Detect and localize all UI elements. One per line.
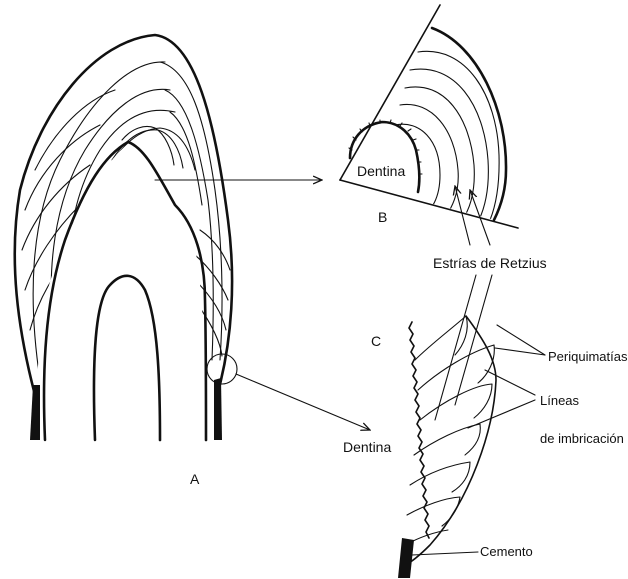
estrias-arrow-1 [455, 186, 470, 245]
periq-pointer-1 [497, 325, 545, 355]
arrow-to-c [236, 374, 370, 430]
estrias-label: Estrías de Retzius [433, 255, 547, 271]
cemento-label: Cemento [480, 544, 533, 559]
dentina-b-label: Dentina [357, 163, 405, 179]
tooth-section-a: A [15, 35, 237, 487]
wedge-edge-bottom [340, 180, 518, 228]
panel-b-label: B [378, 209, 387, 225]
periq-pointer-2 [495, 348, 545, 355]
wedge-edge-top [340, 5, 440, 180]
cementum-c [398, 538, 414, 578]
panel-a-label: A [190, 471, 200, 487]
lineas-label-1: Líneas [540, 393, 580, 408]
estrias-arrow-2 [470, 190, 490, 245]
enamel-outer-c [405, 316, 496, 565]
periquimatias-label: Periquimatías [548, 349, 628, 364]
enamel-wedge-b: Dentina B [340, 5, 518, 228]
cementum-strip-left [30, 385, 40, 440]
dentina-c-label: Dentina [343, 439, 391, 455]
enamel-surface-c: C Dentina [343, 316, 496, 578]
estrias-line-2 [455, 275, 492, 405]
estrias-line-1 [435, 275, 476, 420]
panel-c-label: C [371, 333, 381, 349]
cementum-strip-right [214, 378, 222, 440]
dej-b [350, 122, 419, 192]
lineas-pointer-1 [485, 370, 535, 395]
lineas-label-2: de imbricación [540, 431, 624, 446]
